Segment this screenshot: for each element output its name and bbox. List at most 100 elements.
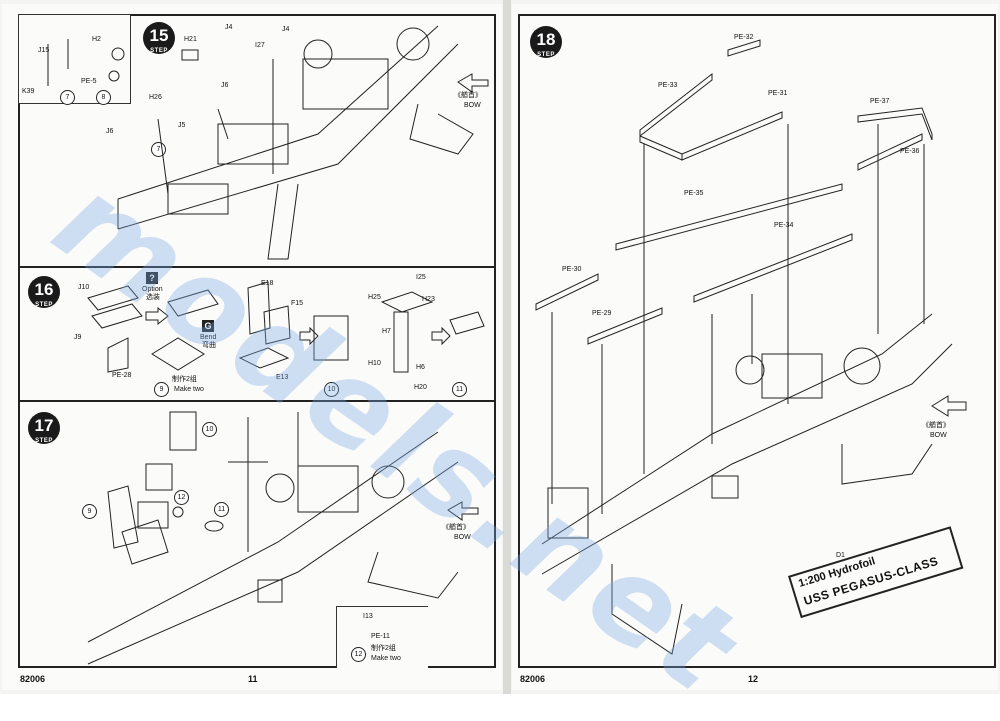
step-label: STEP (537, 52, 555, 58)
substep-ref: 9 (82, 504, 97, 519)
direction-en: BOW (464, 102, 481, 109)
part-label: PE-37 (870, 98, 890, 105)
step16-panel: 16 STEP ? Option 选装 G Bend 弯曲 J10 J9 PE-… (18, 268, 496, 402)
direction-en: BOW (454, 534, 471, 541)
step16-drawing (87, 281, 485, 373)
page-gutter (503, 0, 511, 694)
substep-ref: 11 (452, 382, 467, 397)
direction-cn: 《艏首》 (454, 92, 482, 99)
page-frame (18, 14, 496, 668)
step15-panel: 15 STEP J15 H2 PE-5 K39 H21 J4 J4 I27 H2… (18, 14, 496, 268)
make-label-cn: 制作2组 (371, 645, 396, 652)
part-label: PE-34 (774, 222, 794, 229)
page-11: 15 STEP J15 H2 PE-5 K39 H21 J4 J4 I27 H2… (2, 4, 502, 690)
part-label: J6 (106, 128, 114, 135)
leader-lines (551, 124, 925, 514)
part-label: I25 (416, 274, 426, 281)
part-label: I27 (255, 42, 265, 49)
part-label: PE-30 (562, 266, 582, 273)
page-12: 18 STEP PE-32 PE-33 PE-31 PE-37 PE-35 PE… (512, 4, 998, 690)
part-label: PE-11 (371, 633, 390, 640)
part-label: H25 (368, 294, 381, 301)
part-label: H26 (149, 94, 162, 101)
step-number: 18 (536, 30, 556, 49)
arrow-icons (145, 306, 451, 346)
substep-ref: 10 (324, 382, 339, 397)
substep-ref: 8 (96, 90, 111, 105)
option-label: Option (142, 286, 163, 293)
part-illustrations (47, 39, 199, 86)
bow-arrow-icon (457, 73, 489, 93)
make-label-cn: 制作2组 (172, 376, 197, 383)
step17-drawing (87, 411, 479, 665)
substep-ref: 10 (202, 422, 217, 437)
part-label: H20 (414, 384, 427, 391)
part-label: H7 (382, 328, 391, 335)
part-label: H2 (92, 36, 101, 43)
step15-drawing (47, 25, 489, 260)
substep-ref: 9 (154, 382, 169, 397)
part-label: PE-36 (900, 148, 920, 155)
make-label: Make two (174, 386, 204, 393)
step18-drawing (535, 39, 967, 655)
hull-illustration (87, 412, 459, 665)
part-label: PE-28 (112, 372, 132, 379)
part-label: E18 (261, 280, 274, 287)
step15-inset (18, 14, 131, 104)
page-number: 11 (248, 674, 258, 684)
hull-illustration (117, 25, 474, 260)
direction-cn: 《艏首》 (922, 422, 950, 429)
option-icon: ? (146, 272, 158, 284)
substep-ref: 7 (60, 90, 75, 105)
stand-ref: D1 (836, 552, 845, 559)
part-label: H10 (368, 360, 381, 367)
part-label: J9 (74, 334, 82, 341)
part-label: J15 (38, 47, 50, 54)
launcher-parts (87, 281, 485, 373)
catalog-code: 82006 (20, 674, 46, 684)
part-label: H6 (416, 364, 425, 371)
part-label: E13 (276, 374, 289, 381)
step17-badge: 17 STEP (28, 412, 60, 444)
direction-en: BOW (930, 432, 947, 439)
part-label: I13 (363, 613, 373, 620)
part-label: PE-5 (81, 78, 97, 85)
step15-badge: 15 STEP (143, 22, 175, 54)
part-label: J10 (78, 284, 90, 291)
step-number: 16 (34, 280, 54, 299)
option-label-cn: 选装 (146, 294, 160, 301)
part-label: K39 (22, 88, 35, 95)
part-label: PE-29 (592, 310, 612, 317)
substep-ref: 12 (351, 647, 366, 662)
step17-panel: 17 STEP 10 9 12 11 《艏首》 BOW I13 PE-11 制作… (18, 402, 496, 668)
part-label: J6 (221, 82, 229, 89)
step-label: STEP (35, 438, 53, 444)
hull-illustration (541, 294, 953, 655)
part-illustrations (107, 411, 224, 565)
railing-parts (535, 39, 933, 345)
direction-cn: 《艏首》 (442, 524, 470, 531)
bow-arrow-icon (931, 395, 967, 417)
substep-ref: 11 (214, 502, 229, 517)
part-label: J4 (225, 24, 233, 31)
step18-badge: 18 STEP (530, 26, 562, 58)
bend-icon: G (202, 320, 214, 332)
step16-badge: 16 STEP (28, 276, 60, 308)
part-label: H23 (422, 296, 435, 303)
part-label: J5 (178, 122, 186, 129)
part-label: PE-35 (684, 190, 704, 197)
part-label: PE-32 (734, 34, 754, 41)
bend-label-cn: 弯曲 (202, 342, 216, 349)
step-label: STEP (150, 48, 168, 54)
page-number: 12 (748, 674, 759, 684)
step-number: 17 (34, 416, 54, 435)
make-label: Make two (371, 655, 401, 662)
step-number: 15 (149, 26, 169, 45)
substep-ref: 12 (174, 490, 189, 505)
part-label: J4 (282, 26, 290, 33)
part-label: H21 (184, 36, 197, 43)
catalog-code: 82006 (520, 674, 546, 684)
part-label: PE-31 (768, 90, 788, 97)
part-label: F15 (291, 300, 304, 307)
